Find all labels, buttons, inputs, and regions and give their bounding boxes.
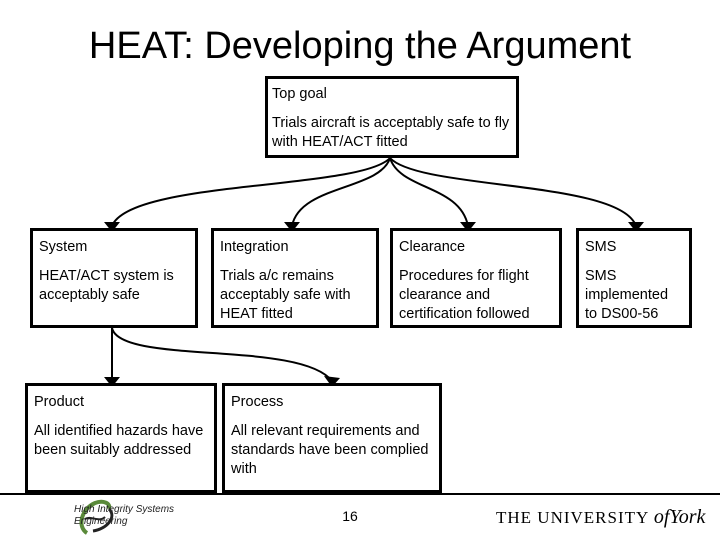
- clearance-goal-box: Clearance Procedures for flight clearanc…: [390, 228, 562, 328]
- arrowhead-process: [324, 376, 340, 387]
- york-logo-post: York: [669, 506, 706, 528]
- link-system-to-process: [111, 327, 333, 382]
- product-text: All identified hazards have been suitabl…: [34, 423, 204, 458]
- york-logo-of: of: [653, 506, 670, 528]
- link-top-to-system: [111, 157, 391, 227]
- arrowhead-product: [104, 377, 120, 387]
- clearance-text: Procedures for flight clearance and cert…: [399, 268, 530, 322]
- product-goal-box: Product All identified hazards have been…: [25, 383, 217, 493]
- system-text: HEAT/ACT system is acceptably safe: [39, 268, 174, 303]
- hise-logo-text: High Integrity Systems Engineering: [74, 504, 175, 527]
- sms-goal-box: SMS SMS implemented to DS00-56: [576, 228, 692, 328]
- product-heading: Product: [34, 394, 84, 410]
- arrowhead-integration: [284, 222, 300, 232]
- arrowhead-sms: [628, 222, 644, 232]
- link-top-to-clearance: [389, 157, 469, 227]
- system-goal-box: System HEAT/ACT system is acceptably saf…: [30, 228, 198, 328]
- process-heading: Process: [231, 394, 284, 410]
- link-top-to-integration: [291, 157, 391, 227]
- clearance-heading: Clearance: [399, 239, 466, 255]
- integration-goal-box: Integration Trials a/c remains acceptabl…: [211, 228, 379, 328]
- arrowhead-system: [104, 222, 120, 232]
- process-goal-box: Process All relevant requirements and st…: [222, 383, 442, 493]
- footer-divider: [0, 493, 720, 495]
- york-logo-pre: THE UNIVERSITY: [496, 508, 654, 527]
- integration-text: Trials a/c remains acceptably safe with …: [220, 268, 351, 322]
- top-goal-box: Top goal Trials aircraft is acceptably s…: [265, 76, 519, 158]
- top-goal-heading: Top goal: [272, 86, 327, 102]
- sms-heading: SMS: [585, 239, 617, 255]
- top-goal-text: Trials aircraft is acceptably safe to fl…: [272, 115, 510, 150]
- integration-heading: Integration: [220, 239, 289, 255]
- system-heading: System: [39, 239, 88, 255]
- link-top-to-sms: [389, 157, 637, 227]
- sms-text: SMS implemented to DS00-56: [585, 268, 669, 322]
- process-text: All relevant requirements and standards …: [231, 423, 429, 477]
- university-of-york-logo: THE UNIVERSITY ofYork: [496, 506, 705, 529]
- hise-logo-icon: [79, 499, 114, 535]
- arrowhead-clearance: [460, 222, 476, 232]
- page-title: HEAT: Developing the Argument: [88, 25, 632, 67]
- page-number: 16: [342, 508, 358, 524]
